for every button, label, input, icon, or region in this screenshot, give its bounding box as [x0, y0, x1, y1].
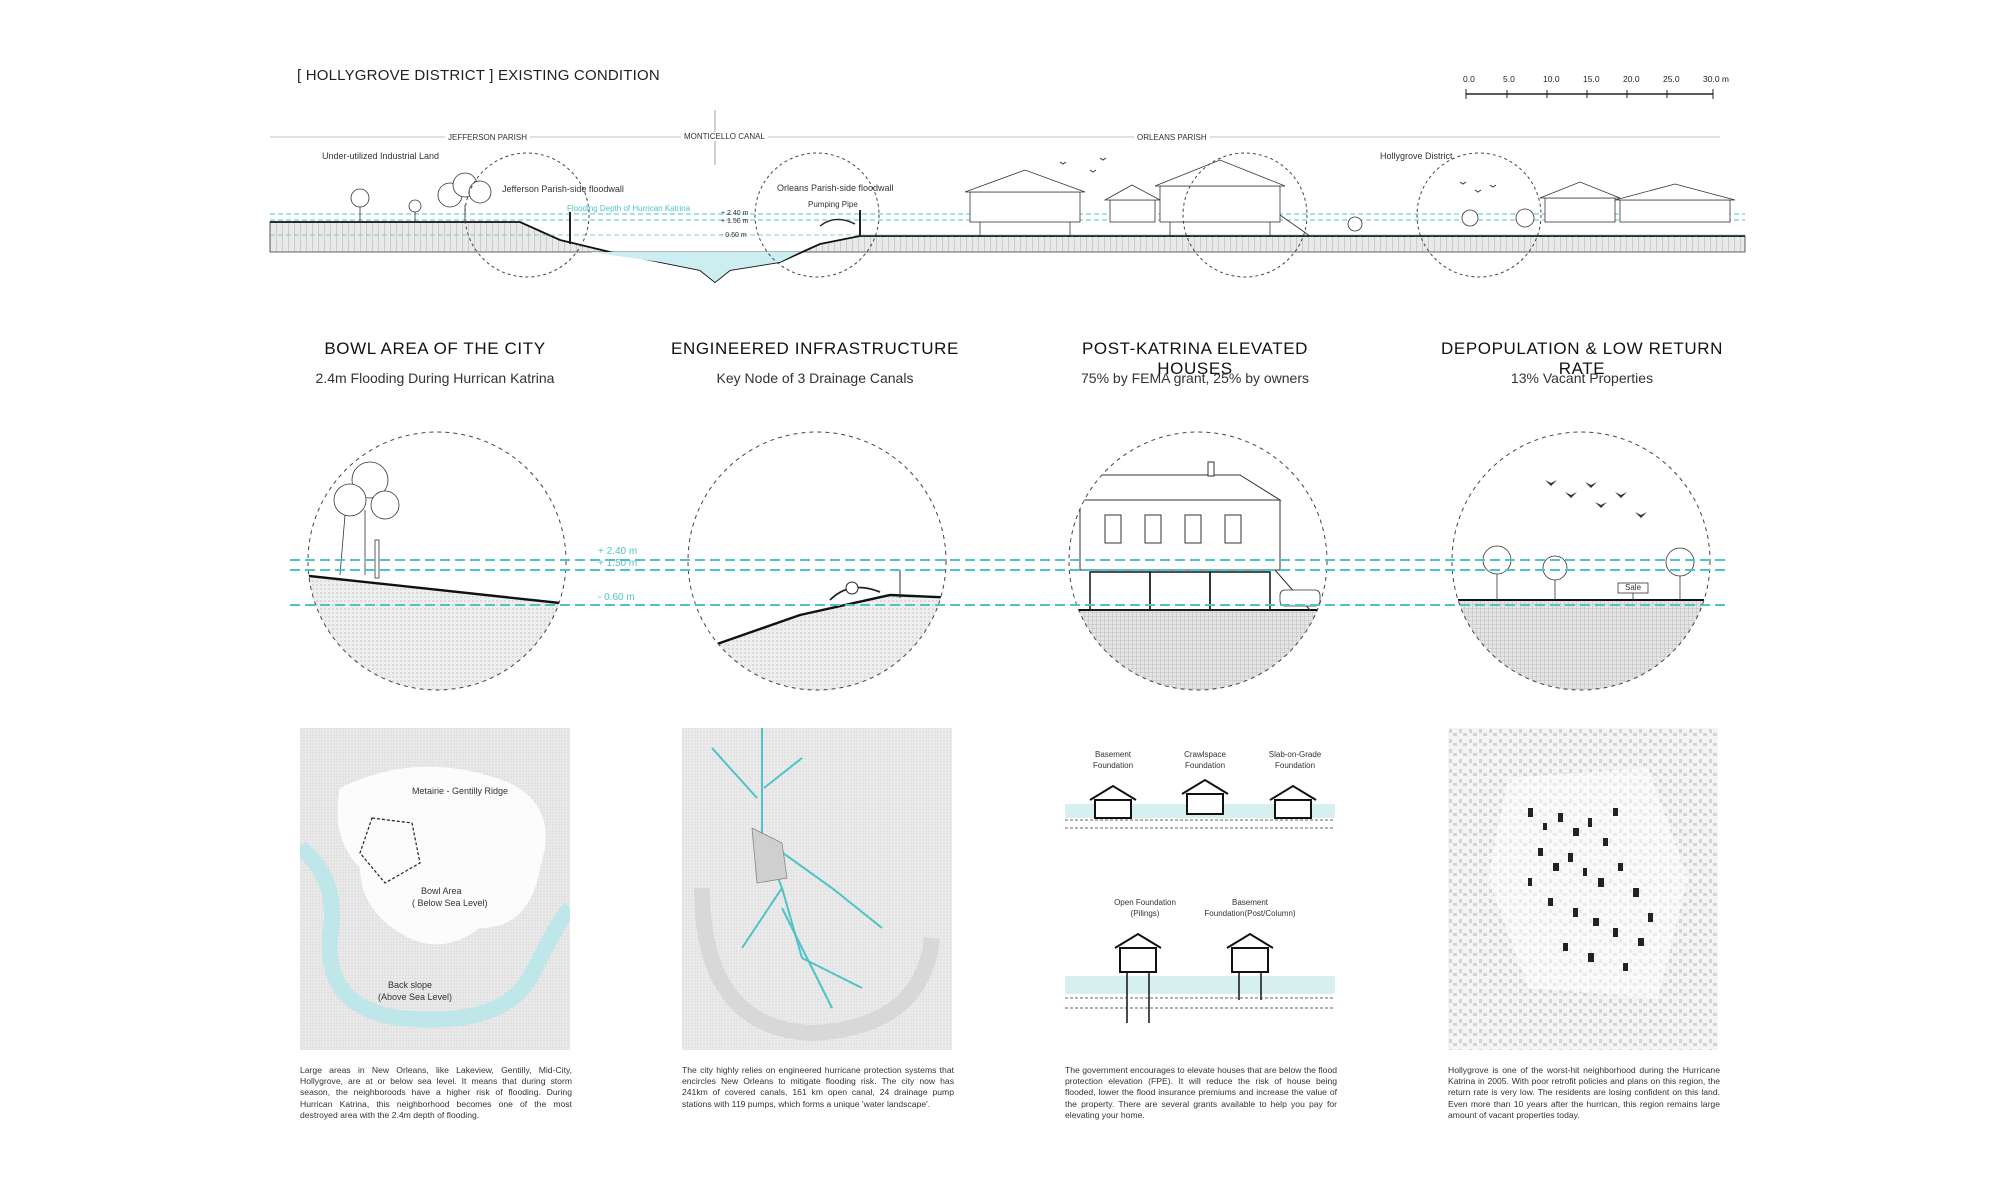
jefferson-floodwall-label: Jefferson Parish-side floodwall: [502, 184, 624, 194]
bowl-label-sub: ( Below Sea Level): [412, 898, 488, 908]
drainage-map: [682, 728, 952, 1050]
site-section-drawing: [269, 110, 1746, 284]
detail-circles: [290, 431, 1725, 691]
column-heading: POST-KATRINA ELEVATED HOUSES: [1081, 339, 1309, 378]
foundation-label: Basement: [1231, 898, 1269, 907]
industrial-land-label: Under-utilized Industrial Land: [322, 151, 440, 161]
circle-level-label: - 0.60 m: [598, 592, 635, 603]
scale-tick-label: 30.0 m: [1703, 74, 1729, 84]
foundation-label: Basement: [1094, 750, 1132, 759]
foundation-types: Basement Foundation Crawlspace Foundatio…: [1065, 728, 1335, 1050]
column-subheading: 2.4m Flooding During Hurrican Katrina: [315, 370, 555, 386]
foundation-diagrams: [1065, 778, 1335, 1023]
foundation-label: Crawlspace: [1184, 750, 1226, 759]
page-title: [ HOLLYGROVE DISTRICT ] EXISTING CONDITI…: [297, 67, 660, 84]
column-heading: BOWL AREA OF THE CITY: [324, 339, 546, 358]
bowl-area-map: Metairie - Gentilly Ridge Bowl Area ( Be…: [300, 728, 570, 1050]
column-description: The city highly relies on engineered hur…: [682, 1065, 954, 1109]
scale-bar: 0.0 5.0 10.0 15.0 20.0 25.0 30.0 m: [1463, 74, 1743, 114]
foundation-label: Foundation: [1274, 761, 1316, 770]
vacant-properties-map: [1448, 728, 1718, 1050]
hollygrove-label: Hollygrove District: [1380, 151, 1453, 161]
scale-tick-label: 20.0: [1623, 74, 1640, 84]
pumping-pipe-label: Pumping Pipe: [808, 200, 858, 209]
column-heading: DEPOPULATION & LOW RETURN RATE: [1441, 339, 1723, 378]
level-label: + 1.50 m: [721, 218, 749, 225]
column-subheading: Key Node of 3 Drainage Canals: [716, 370, 914, 386]
parish-label: MONTICELLO CANAL: [681, 132, 768, 141]
column-subheading: 13% Vacant Properties: [1510, 370, 1654, 386]
circle-level-label: + 2.40 m: [598, 546, 638, 557]
column-subheading: 75% by FEMA grant, 25% by owners: [1081, 370, 1309, 386]
scale-line: [1465, 89, 1714, 99]
foundation-label: Foundation: [1092, 761, 1134, 770]
sale-sign-label: Sale: [1625, 583, 1642, 592]
ridge-label: Metairie - Gentilly Ridge: [412, 786, 509, 796]
column-heading: ENGINEERED INFRASTRUCTURE: [671, 339, 959, 358]
orleans-floodwall-label: Orleans Parish-side floodwall: [777, 183, 894, 193]
bowl-label: Bowl Area: [421, 886, 462, 896]
column-description: Large areas in New Orleans, like Lakevie…: [300, 1065, 572, 1120]
scale-tick-label: 0.0: [1463, 74, 1475, 84]
level-label: - 0.60 m: [721, 232, 747, 239]
scale-tick-label: 5.0: [1503, 74, 1515, 84]
foundation-label: Open Foundation: [1114, 898, 1176, 907]
parish-label: JEFFERSON PARISH: [445, 133, 530, 142]
level-label: + 2.40 m: [721, 210, 749, 217]
flood-depth-label: Flooding Depth of Hurrican Katrina: [567, 204, 691, 213]
foundation-label: Foundation: [1184, 761, 1226, 770]
backslope-label: Back slope: [388, 980, 433, 990]
parish-label: ORLEANS PARISH: [1134, 133, 1210, 142]
foundation-label: (Pilings): [1130, 909, 1160, 918]
foundation-label: Slab-on-Grade: [1268, 750, 1322, 759]
circle-level-label: + 1.50 m: [598, 558, 638, 569]
backslope-label-sub: (Above Sea Level): [378, 992, 453, 1002]
scale-tick-label: 10.0: [1543, 74, 1560, 84]
column-description: The government encourages to elevate hou…: [1065, 1065, 1337, 1120]
column-description: Hollygrove is one of the worst-hit neigh…: [1448, 1065, 1720, 1120]
scale-tick-label: 15.0: [1583, 74, 1600, 84]
foundation-label: Foundation(Post/Column): [1204, 909, 1296, 918]
scale-tick-label: 25.0: [1663, 74, 1680, 84]
